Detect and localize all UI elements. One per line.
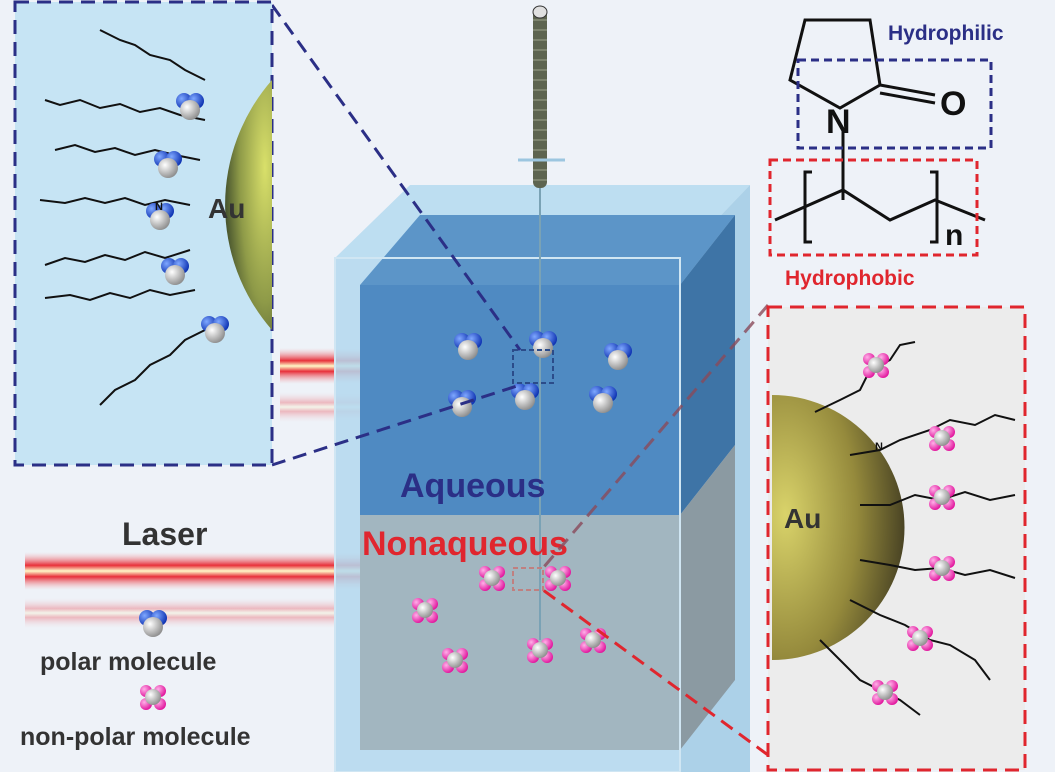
- nonpolar-molecule-icon: [140, 685, 166, 710]
- au-label-left: Au: [208, 193, 245, 224]
- n-label-left: N: [155, 201, 163, 213]
- oxygen-atom: O: [940, 85, 966, 123]
- nonaqueous-label: Nonaqueous: [362, 525, 568, 563]
- aqueous-label: Aqueous: [400, 467, 545, 505]
- n-label-right: N: [875, 441, 883, 453]
- hydrophilic-label: Hydrophilic: [888, 22, 1004, 45]
- laser-label: Laser: [122, 516, 207, 552]
- repeat-n: n: [945, 219, 963, 252]
- au-label-right: Au: [784, 503, 821, 534]
- focus-box-lower: [512, 567, 544, 591]
- pvp-structure: N O n Hydrophilic Hydrophobic: [768, 18, 1004, 290]
- hydrophobic-box: [768, 158, 979, 257]
- polar-molecule-label: polar molecule: [40, 648, 217, 676]
- legend: Laser polar molecule non-polar molecule: [20, 516, 251, 751]
- ligand-chains: [39, 29, 206, 406]
- needle-electrode: [518, 5, 565, 640]
- focus-box-upper: [512, 349, 554, 384]
- hydrophilic-box: [796, 58, 993, 150]
- nonpolar-molecule-label: non-polar molecule: [20, 723, 251, 751]
- gold-nanoparticle-right: [772, 395, 905, 660]
- nitrogen-atom: N: [826, 103, 851, 141]
- polar-molecule-icon: [139, 610, 167, 637]
- left-inset-polar-interface: Au N: [13, 0, 274, 467]
- cuvette: [334, 185, 750, 772]
- nonaqueous-layer: [360, 445, 735, 750]
- hydrophobic-label: Hydrophobic: [785, 267, 915, 290]
- right-inset-nonpolar-interface: Au N: [766, 305, 1027, 772]
- inset-connectors: [270, 4, 770, 757]
- gold-nanoparticle: [225, 80, 272, 330]
- laser-beam-lower-faint: [25, 598, 335, 628]
